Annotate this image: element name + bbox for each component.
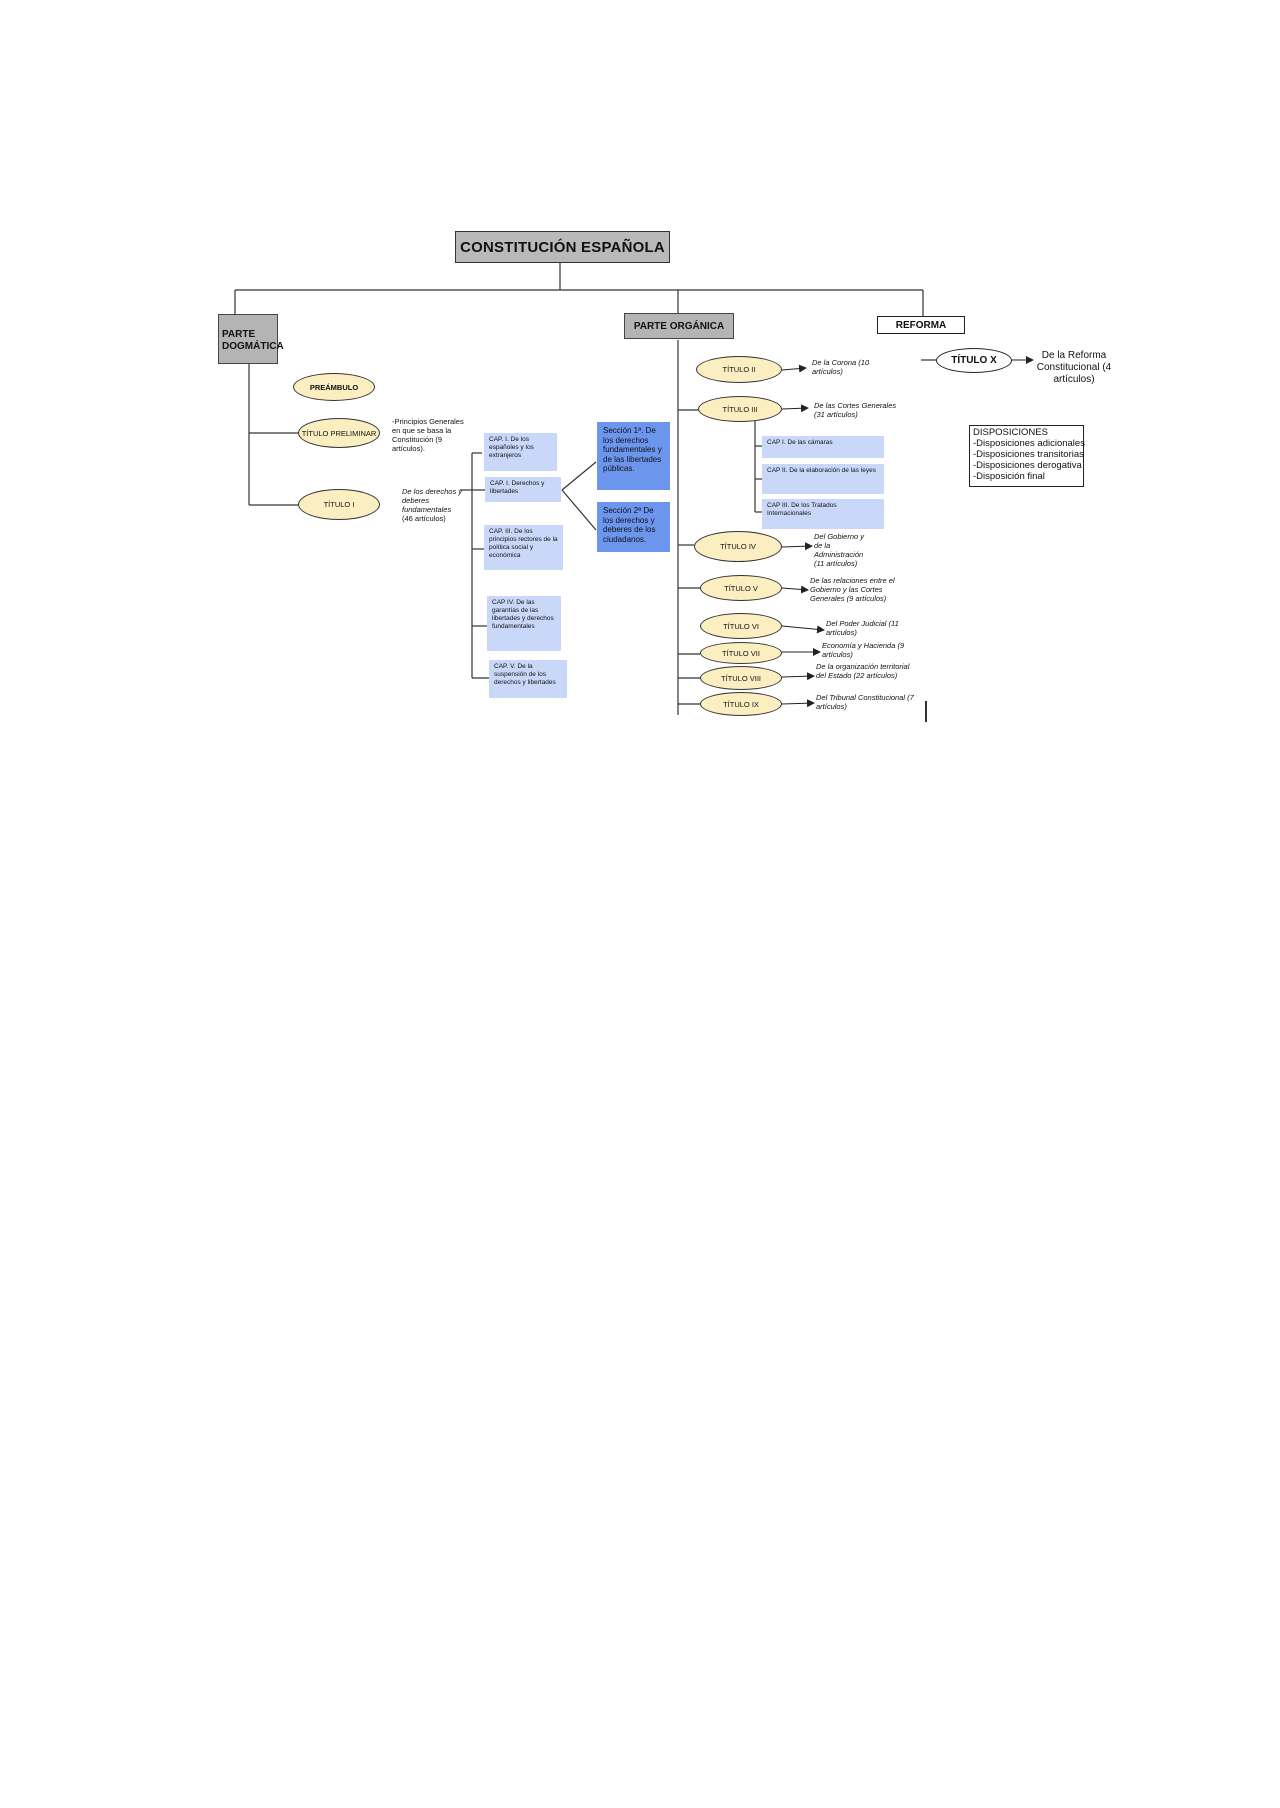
titulo-ellipse: TÍTULO IX bbox=[700, 692, 782, 716]
cap-box: CAP. V. De la suspensión de los derechos… bbox=[489, 660, 567, 698]
titulo-note: De las relaciones entre el Gobierno y la… bbox=[810, 576, 895, 603]
disposicion-item: -Disposición final bbox=[973, 470, 1045, 482]
titulo-ellipse: TÍTULO II bbox=[696, 356, 782, 383]
titulo-ellipse: TÍTULO VIII bbox=[700, 666, 782, 690]
parte-dogmatica-box: PARTE DOGMÁTICA bbox=[218, 314, 284, 364]
diagram-title: CONSTITUCIÓN ESPAÑOLA bbox=[455, 231, 670, 263]
titulo-ellipse: TÍTULO IV bbox=[694, 531, 782, 562]
titulo-ellipse: TÍTULO V bbox=[700, 575, 782, 601]
titulo-note: Del Poder Judicial (11 artículos) bbox=[826, 619, 899, 637]
titulo-note: De la organización territorial del Estad… bbox=[816, 662, 910, 680]
titulo-i-note: De los derechos y deberes fundamentales bbox=[402, 487, 463, 514]
titulo-preliminar-note: -Principios Generales en que se basa la … bbox=[392, 417, 464, 453]
titulo-preliminar-ellipse: TÍTULO PRELIMINAR bbox=[298, 418, 380, 448]
preambulo-ellipse: PREÁMBULO bbox=[293, 373, 375, 401]
reforma-box: REFORMA bbox=[877, 316, 965, 334]
titulo-ellipse: TÍTULO VI bbox=[700, 613, 782, 639]
cap-box: CAP. III. De los principios rectores de … bbox=[484, 525, 563, 570]
disposicion-item: -Disposiciones transitorias bbox=[973, 448, 1084, 460]
titulo-iii-cap: CAP I. De las cámaras bbox=[762, 436, 884, 458]
cap-box: CAP IV. De las garantías de las libertad… bbox=[487, 596, 561, 651]
disposicion-item: -Disposiciones adicionales bbox=[973, 437, 1085, 449]
disposicion-item: -Disposiciones derogativa bbox=[973, 459, 1082, 471]
seccion-box: Sección 1ª. De los derechos fundamentale… bbox=[597, 422, 670, 490]
titulo-x-note: De la Reforma Constitucional (4 artículo… bbox=[1036, 350, 1112, 385]
titulo-ellipse: TÍTULO III bbox=[698, 396, 782, 422]
titulo-note: Del Gobierno y de la Administración (11 … bbox=[814, 532, 865, 568]
titulo-x-ellipse: TÍTULO X bbox=[936, 348, 1012, 373]
titulo-iii-cap: CAP II. De la elaboración de las leyes bbox=[762, 464, 884, 494]
cap-box: CAP. I. De los españoles y los extranjer… bbox=[484, 433, 557, 471]
titulo-note: De las Cortes Generales (31 artículos) bbox=[814, 401, 897, 419]
parte-organica-box: PARTE ORGÁNICA bbox=[624, 313, 734, 339]
titulo-iii-cap: CAP III. De los Tratados Internacionales bbox=[762, 499, 884, 529]
cap-box: CAP. I. Derechos y libertades bbox=[485, 477, 561, 502]
titulo-note: Del Tribunal Constitucional (7 artículos… bbox=[816, 693, 914, 711]
disposiciones-box: DISPOSICIONES -Disposiciones adicionales… bbox=[969, 425, 1085, 487]
seccion-box: Sección 2ª De los derechos y deberes de … bbox=[597, 502, 670, 552]
titulo-note: De la Corona (10 artículos) bbox=[812, 358, 870, 376]
titulo-i-articles: (46 artículos) bbox=[402, 514, 446, 523]
titulo-ellipse: TÍTULO VII bbox=[700, 642, 782, 664]
titulo-note: Economía y Hacienda (9 artículos) bbox=[822, 641, 905, 659]
disposiciones-title: DISPOSICIONES bbox=[973, 427, 1048, 438]
titulo-i-ellipse: TÍTULO I bbox=[298, 489, 380, 520]
